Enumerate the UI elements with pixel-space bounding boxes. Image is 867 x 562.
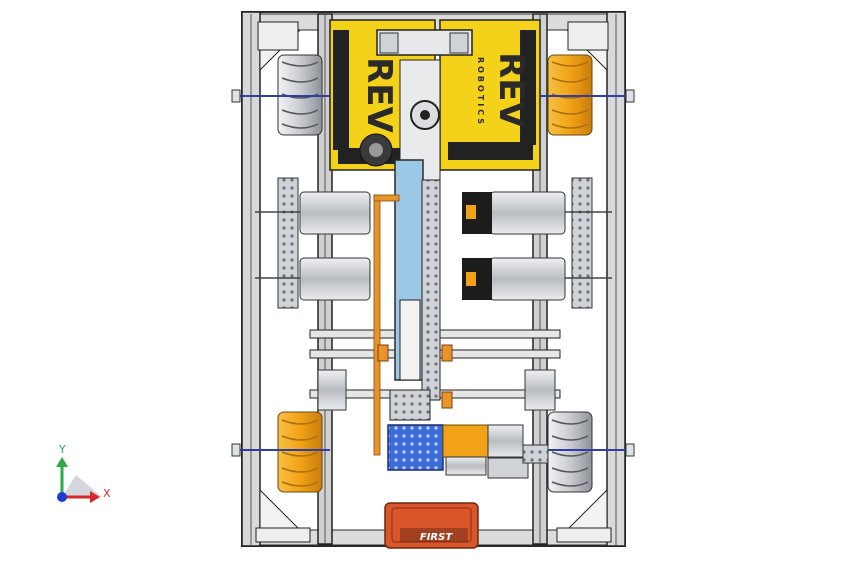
battery-label: FIRST bbox=[420, 532, 453, 543]
x-axis-label: X bbox=[103, 487, 111, 500]
board-left-logo: REV bbox=[359, 57, 399, 133]
coordinate-triad[interactable]: Y X bbox=[56, 443, 111, 503]
intake-motor bbox=[442, 424, 549, 479]
motor-shafts bbox=[255, 211, 612, 279]
drive-motors bbox=[299, 191, 566, 301]
axle-collars bbox=[231, 89, 635, 457]
top-mount-bracket bbox=[376, 29, 473, 56]
board-right-subtext: ROBOTICS bbox=[476, 57, 485, 127]
arm-assembly bbox=[359, 59, 441, 421]
wheel-axles bbox=[236, 95, 632, 451]
y-axis-arrow-icon bbox=[56, 457, 68, 497]
y-axis-label: Y bbox=[58, 443, 66, 456]
blue-mounting-plate bbox=[387, 424, 444, 471]
battery-pack: FIRST bbox=[384, 502, 479, 549]
z-axis-dot-icon bbox=[57, 492, 67, 502]
motor-brackets bbox=[277, 177, 593, 309]
drive-belt bbox=[373, 194, 400, 456]
triad-origin-icon bbox=[62, 475, 102, 497]
board-right-logo: REV bbox=[491, 52, 531, 128]
mecanum-wheel-rear-left bbox=[277, 411, 323, 493]
mecanum-wheel-rear-right bbox=[547, 411, 593, 493]
orange-mount-brackets bbox=[377, 344, 453, 409]
